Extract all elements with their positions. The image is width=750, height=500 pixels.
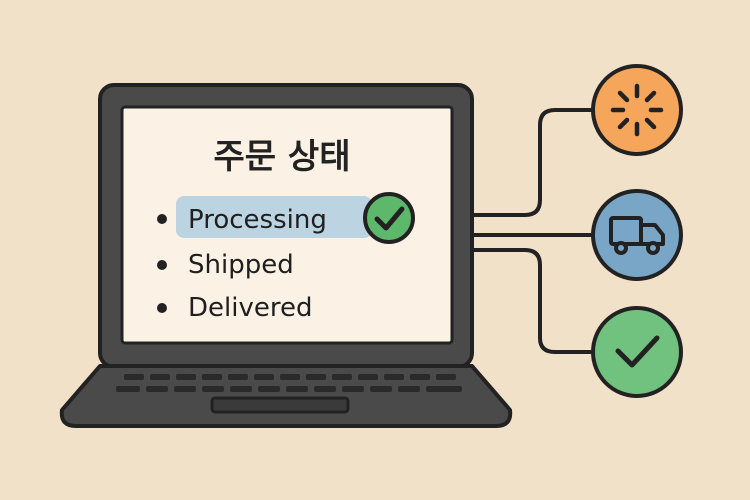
screen-title: 주문 상태 <box>214 137 351 177</box>
status-node-shipped <box>591 189 683 281</box>
status-item-shipped[interactable]: Shipped <box>188 250 294 280</box>
checkmark-icon <box>615 335 660 368</box>
truck-node-circle <box>591 189 683 281</box>
processing-highlight <box>176 196 372 238</box>
laptop-base <box>59 364 513 428</box>
bullet-delivered <box>157 303 167 313</box>
bullet-processing <box>157 214 167 224</box>
status-node-delivered <box>591 306 683 398</box>
spinner-icon <box>610 83 664 137</box>
status-item-processing[interactable]: Processing <box>188 205 327 235</box>
order-status-panel: 주문 상태 Processing Shipped Delivered <box>157 137 415 323</box>
status-node-processing <box>591 64 683 156</box>
trackpad <box>210 396 350 414</box>
connector-to-spinner <box>468 108 600 217</box>
check-node-circle <box>591 306 683 398</box>
status-item-delivered[interactable]: Delivered <box>188 293 312 323</box>
connector-lines <box>468 108 600 354</box>
check-circle-icon <box>363 192 415 244</box>
keyboard <box>116 374 462 392</box>
truck-icon <box>609 216 665 255</box>
bullet-shipped <box>157 260 167 270</box>
spinner-node-circle <box>591 64 683 156</box>
connector-to-check <box>468 248 597 354</box>
